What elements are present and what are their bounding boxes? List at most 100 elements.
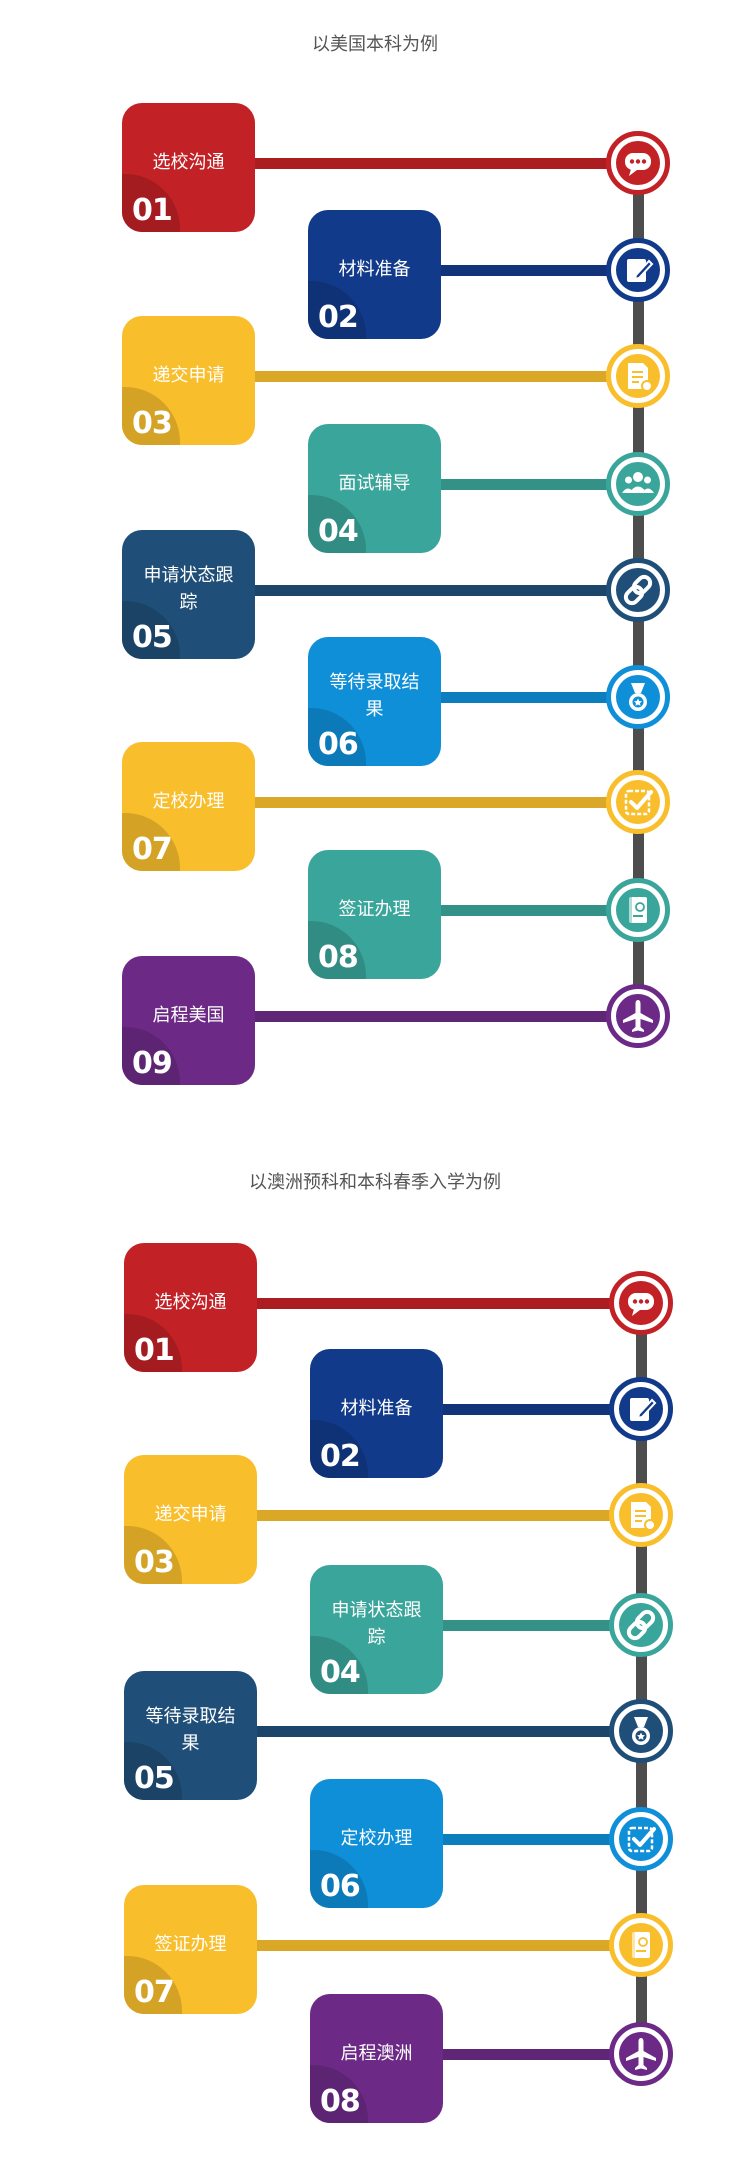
step-connector	[251, 1010, 638, 1022]
step-connector	[251, 370, 638, 382]
check-icon	[624, 789, 653, 816]
step-number: 06	[320, 1869, 361, 1904]
step-number: 03	[132, 406, 173, 441]
step-connector	[437, 904, 638, 916]
step-number: 02	[320, 1439, 361, 1474]
step-node	[606, 984, 670, 1048]
step-connector	[437, 478, 638, 490]
step-connector	[253, 1509, 641, 1521]
step-label: 等待录取结果	[329, 672, 420, 719]
step-label: 递交申请	[152, 364, 225, 385]
node-disc	[616, 248, 660, 292]
step-card: 申请状态跟踪 05	[122, 530, 255, 659]
node-disc	[616, 141, 660, 185]
step-number: 08	[320, 2084, 361, 2119]
medal-icon	[629, 683, 647, 711]
link-icon	[626, 1609, 656, 1641]
node-disc	[619, 1387, 663, 1431]
node-disc	[616, 994, 660, 1038]
step-connector	[251, 584, 638, 596]
document-icon	[628, 363, 653, 392]
node-disc	[616, 780, 660, 824]
step-label: 等待录取结果	[145, 1706, 236, 1753]
node-disc	[616, 888, 660, 932]
step-number: 01	[132, 193, 173, 228]
step-node	[609, 1377, 673, 1441]
step-connector	[439, 1403, 641, 1415]
step-connector	[439, 1833, 641, 1845]
step-card: 启程美国 09	[122, 956, 255, 1085]
step-label: 申请状态跟踪	[331, 1600, 422, 1647]
step-card: 定校办理 07	[122, 742, 255, 871]
node-disc	[616, 568, 660, 612]
node-disc	[619, 1281, 663, 1325]
step-node	[606, 452, 670, 516]
node-disc	[616, 675, 660, 719]
step-number: 02	[318, 300, 359, 335]
step-node	[606, 131, 670, 195]
step-node	[606, 770, 670, 834]
step-label: 选校沟通	[152, 151, 225, 172]
step-label: 签证办理	[338, 898, 411, 919]
step-node	[606, 878, 670, 942]
step-connector	[437, 691, 638, 703]
step-connector	[439, 1619, 641, 1631]
step-label: 启程澳洲	[340, 2042, 413, 2063]
plane-icon	[626, 2038, 656, 2070]
step-number: 07	[132, 832, 173, 867]
step-label: 申请状态跟踪	[143, 565, 234, 612]
step-node	[606, 665, 670, 729]
step-label: 选校沟通	[154, 1291, 227, 1312]
node-disc	[619, 2032, 663, 2076]
step-card: 选校沟通 01	[122, 103, 255, 232]
edit-icon	[630, 1398, 657, 1421]
step-connector	[251, 796, 638, 808]
step-node	[609, 1807, 673, 1871]
link-icon	[623, 574, 653, 606]
step-connector	[251, 157, 638, 169]
step-connector	[253, 1725, 641, 1737]
step-node	[606, 238, 670, 302]
node-disc	[616, 354, 660, 398]
passport-icon	[632, 1932, 650, 1958]
step-card: 递交申请 03	[122, 316, 255, 445]
node-disc	[616, 462, 660, 506]
node-disc	[619, 1709, 663, 1753]
step-connector	[437, 264, 638, 276]
step-node	[606, 558, 670, 622]
step-card: 等待录取结果 05	[124, 1671, 257, 1800]
step-label: 面试辅导	[338, 472, 411, 493]
step-connector	[253, 1939, 641, 1951]
step-node	[609, 1271, 673, 1335]
chat-icon	[625, 153, 651, 176]
step-node	[606, 344, 670, 408]
step-number: 09	[132, 1046, 173, 1081]
node-disc	[619, 1493, 663, 1537]
step-number: 07	[134, 1975, 175, 2010]
step-card: 启程澳洲 08	[310, 1994, 443, 2123]
step-label: 启程美国	[152, 1004, 225, 1025]
step-node	[609, 2022, 673, 2086]
step-label: 定校办理	[340, 1827, 413, 1848]
step-node	[609, 1699, 673, 1763]
step-number: 05	[132, 620, 173, 655]
edit-icon	[627, 259, 654, 282]
step-number: 05	[134, 1761, 175, 1796]
node-disc	[619, 1603, 663, 1647]
step-connector	[439, 2048, 641, 2060]
step-label: 定校办理	[152, 790, 225, 811]
section-title: 以美国本科为例	[312, 34, 438, 54]
step-label: 递交申请	[154, 1503, 227, 1524]
step-connector	[253, 1297, 641, 1309]
check-icon	[627, 1826, 656, 1853]
step-node	[609, 1913, 673, 1977]
step-number: 03	[134, 1545, 175, 1580]
medal-icon	[632, 1717, 650, 1745]
step-card: 定校办理 06	[310, 1779, 443, 1908]
